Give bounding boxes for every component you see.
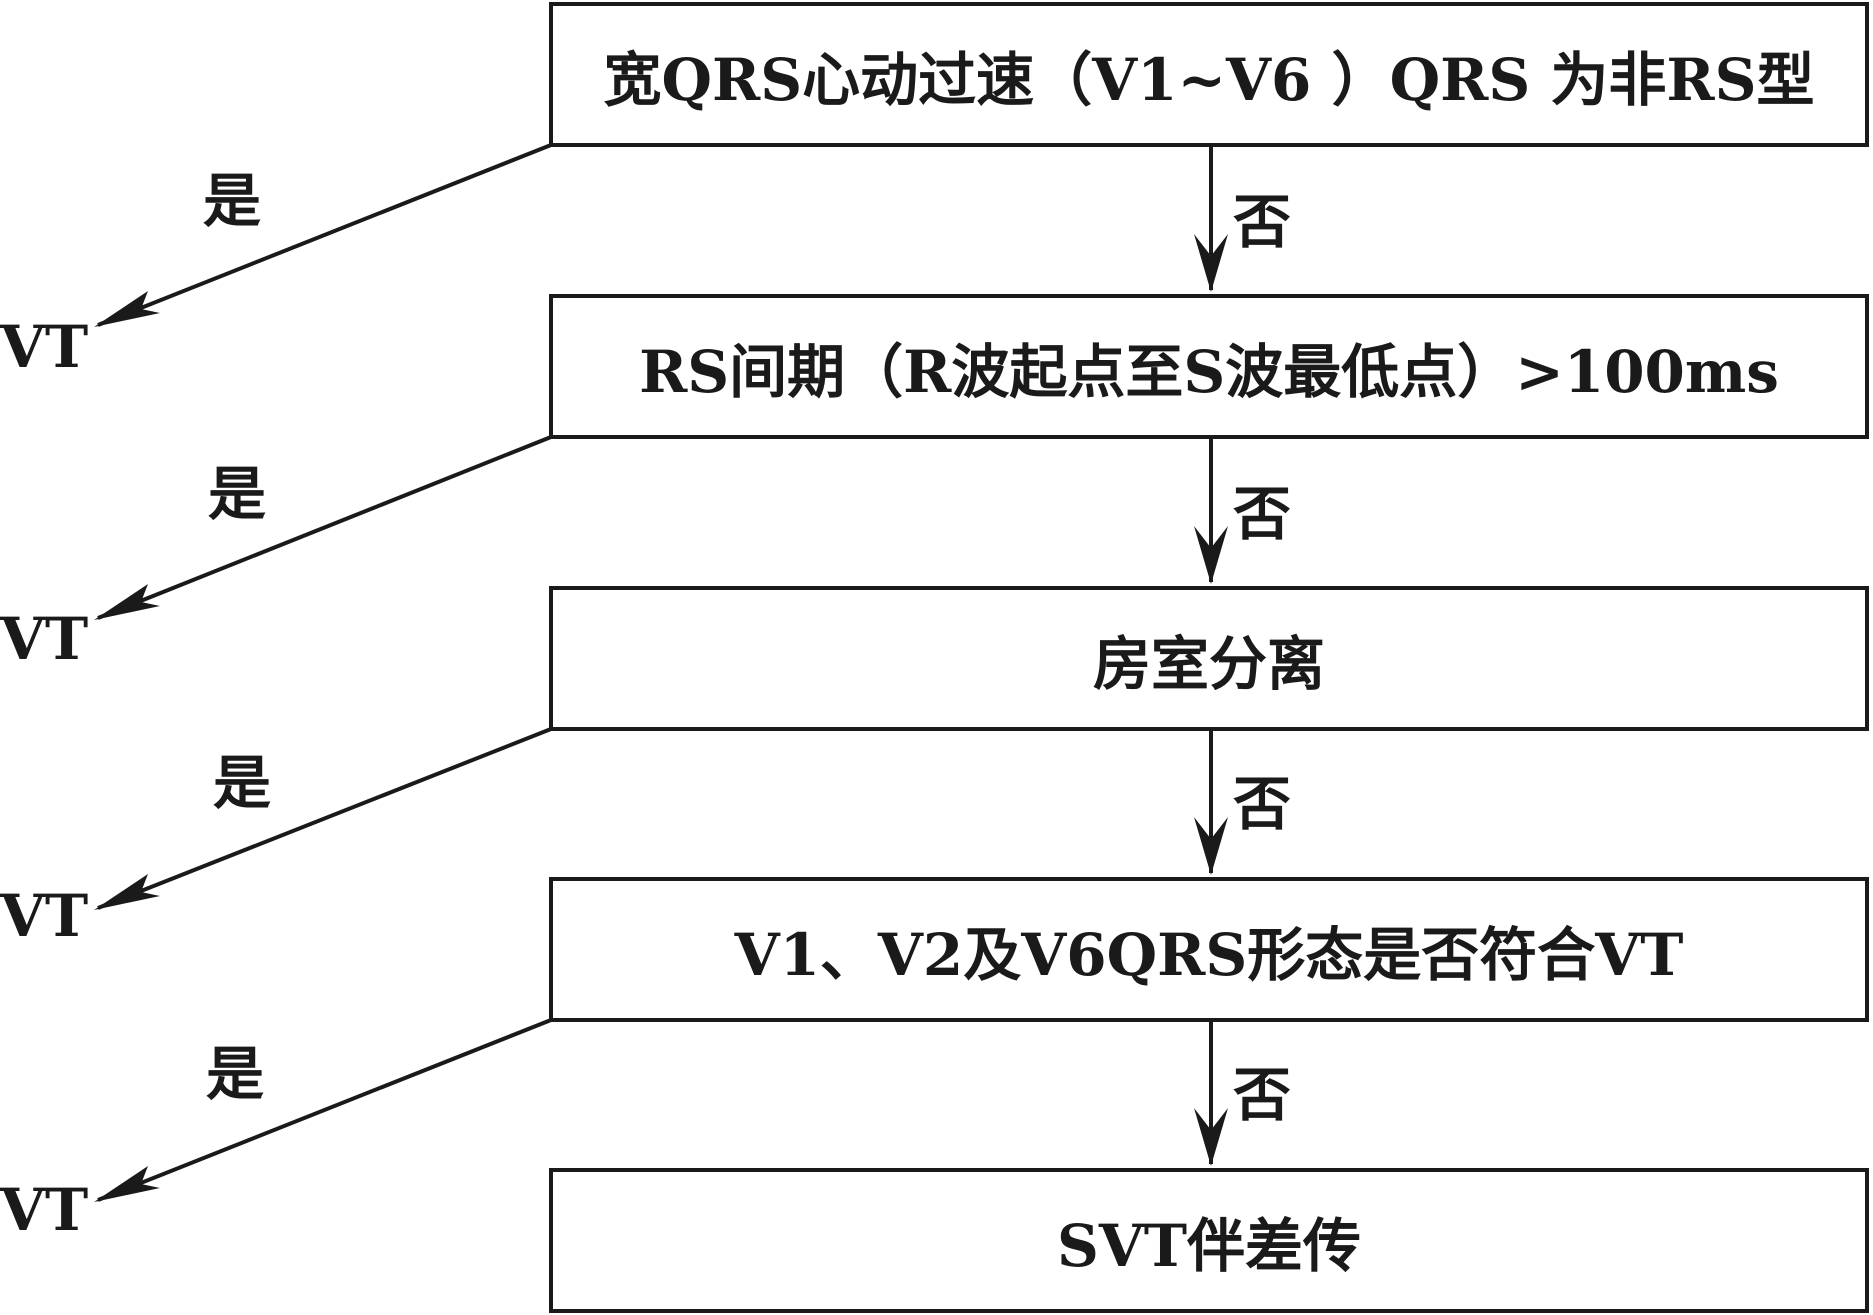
step-box-5: SVT伴差传	[549, 1168, 1869, 1313]
vt-outcome-1: VT	[0, 313, 89, 381]
yes-arrow-3	[97, 727, 552, 910]
yes-arrowhead-4	[94, 1166, 160, 1202]
vt-outcome-4: VT	[0, 1176, 89, 1244]
no-arrowhead-4	[1194, 1108, 1228, 1166]
step-text-2: RS间期（R波起点至S波最低点）>100ms	[639, 337, 1779, 406]
yes-label-4: 是	[206, 1040, 265, 1108]
yes-label-3: 是	[213, 749, 272, 817]
step-text-3: 房室分离	[1092, 629, 1325, 698]
vt-outcome-3: VT	[0, 882, 89, 950]
step-box-3: 房室分离	[549, 586, 1869, 731]
step-text-1: 宽QRS心动过速（V1~V6 ）QRS 为非RS型	[603, 45, 1815, 114]
yes-arrow-2	[97, 435, 552, 620]
yes-label-2: 是	[208, 460, 267, 528]
yes-label-1: 是	[203, 167, 262, 235]
step-text-4: V1、V2及V6QRS形态是否符合VT	[734, 920, 1684, 989]
no-arrowhead-2	[1194, 526, 1228, 584]
step-box-4: V1、V2及V6QRS形态是否符合VT	[549, 877, 1869, 1022]
yes-arrow-1	[97, 143, 552, 327]
no-label-2: 否	[1233, 480, 1292, 548]
no-arrowhead-3	[1194, 817, 1228, 875]
no-arrows	[1194, 145, 1228, 1166]
yes-arrowhead-2	[94, 584, 160, 620]
no-label-1: 否	[1233, 188, 1292, 256]
step-box-2: RS间期（R波起点至S波最低点）>100ms	[549, 294, 1869, 439]
yes-arrows	[94, 143, 552, 1202]
step-text-5: SVT伴差传	[1056, 1211, 1362, 1280]
vt-outcome-2: VT	[0, 605, 89, 673]
no-arrowhead-1	[1194, 234, 1228, 292]
no-label-3: 否	[1233, 770, 1292, 838]
yes-arrow-4	[97, 1018, 552, 1202]
no-label-4: 否	[1233, 1061, 1292, 1129]
yes-arrowhead-3	[94, 874, 160, 910]
yes-arrowhead-1	[94, 291, 160, 327]
step-box-1: 宽QRS心动过速（V1~V6 ）QRS 为非RS型	[549, 2, 1869, 147]
